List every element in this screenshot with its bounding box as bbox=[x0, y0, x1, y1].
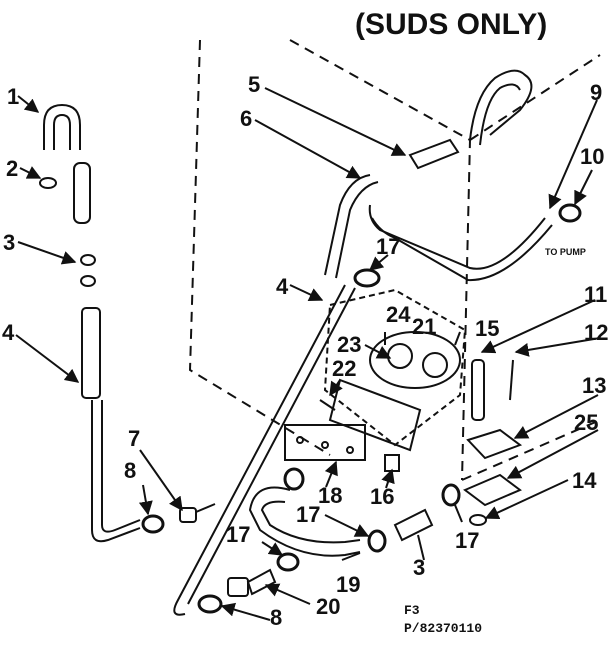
callout-14: 14 bbox=[572, 468, 597, 493]
tube-part-5 bbox=[408, 138, 460, 170]
callout-24: 24 bbox=[386, 302, 411, 327]
callout-9: 9 bbox=[590, 80, 602, 105]
callout-5: 5 bbox=[248, 72, 260, 97]
callout-17-top: 17 bbox=[376, 234, 400, 259]
hose-part-6 bbox=[324, 174, 379, 279]
callout-11: 11 bbox=[584, 282, 607, 307]
callout-18: 18 bbox=[318, 483, 342, 508]
hose-part-9 bbox=[368, 69, 553, 282]
callout-13: 13 bbox=[582, 373, 606, 398]
callout-16: 16 bbox=[370, 484, 394, 509]
valve-assembly bbox=[284, 288, 467, 472]
callout-labels: 1 2 3 4 5 6 7 8 9 10 11 12 13 14 15 16 1… bbox=[2, 72, 608, 630]
callout-17-lower: 17 bbox=[226, 522, 250, 547]
callout-19: 19 bbox=[336, 572, 360, 597]
callout-12: 12 bbox=[584, 320, 608, 345]
callout-6: 6 bbox=[240, 106, 252, 131]
callout-2: 2 bbox=[6, 156, 18, 181]
callout-21: 21 bbox=[412, 314, 436, 339]
leader-lines bbox=[15, 87, 601, 621]
coupling-part-3-right bbox=[393, 508, 434, 542]
right-small-parts bbox=[463, 359, 523, 526]
fitting-part-20 bbox=[227, 568, 277, 597]
callout-4-diag: 4 bbox=[276, 274, 289, 299]
callout-8: 8 bbox=[124, 458, 136, 483]
diagram-title: (SUDS ONLY) bbox=[355, 8, 547, 41]
callout-4: 4 bbox=[2, 320, 15, 345]
fitting-part-7 bbox=[179, 503, 216, 523]
callout-3: 3 bbox=[3, 230, 15, 255]
connector-part-3-left bbox=[80, 254, 96, 287]
callout-15: 15 bbox=[475, 316, 499, 341]
callout-8-lower: 8 bbox=[270, 605, 282, 630]
hose-part-4-diagonal bbox=[173, 284, 356, 616]
callout-10: 10 bbox=[580, 144, 604, 169]
clamp-part-10 bbox=[558, 203, 582, 223]
hose-part-1 bbox=[43, 103, 81, 150]
callout-25: 25 bbox=[574, 410, 598, 435]
callout-17-mid: 17 bbox=[296, 502, 320, 527]
callout-7: 7 bbox=[128, 426, 140, 451]
figure-ref: F3 bbox=[404, 603, 420, 618]
part-ref: P/82370110 bbox=[404, 621, 482, 636]
note-to-pump: TO PUMP bbox=[545, 247, 586, 257]
callout-22: 22 bbox=[332, 356, 356, 381]
clip-part-2 bbox=[39, 162, 91, 224]
callout-1: 1 bbox=[7, 84, 19, 109]
hose-part-19 bbox=[248, 486, 361, 557]
callout-20: 20 bbox=[316, 594, 340, 619]
callout-17-right: 17 bbox=[455, 528, 479, 553]
clamp-part-17 bbox=[276, 268, 461, 572]
callout-3-right: 3 bbox=[413, 555, 425, 580]
callout-23: 23 bbox=[337, 332, 361, 357]
hose-part-4-left bbox=[81, 307, 141, 543]
